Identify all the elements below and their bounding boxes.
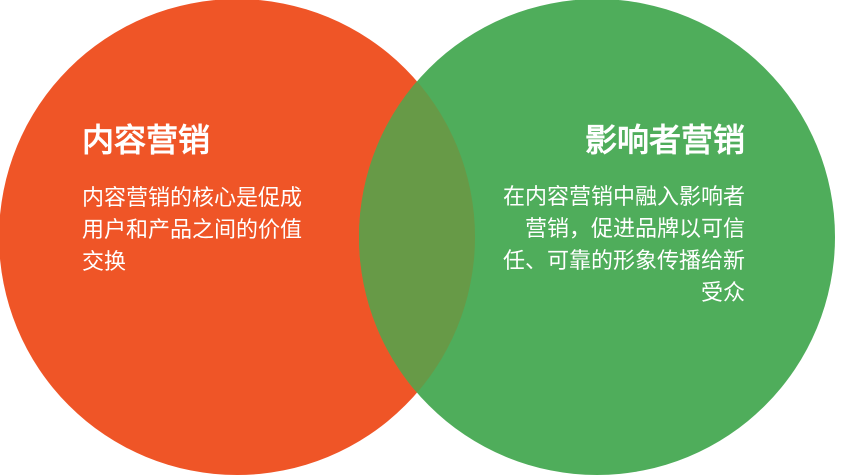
right-circle-description: 在内容营销中融入影响者营销，促进品牌以可信任、可靠的形象传播给新受众 <box>502 185 745 306</box>
left-circle-description: 内容营销的核心是促成用户和产品之间的价值交换 <box>82 186 303 275</box>
right-circle-influencer-marketing <box>359 0 835 475</box>
left-circle-title: 内容营销 <box>82 121 211 159</box>
left-circle-content-marketing <box>0 0 475 475</box>
right-circle-title: 影响者营销 <box>584 121 745 159</box>
